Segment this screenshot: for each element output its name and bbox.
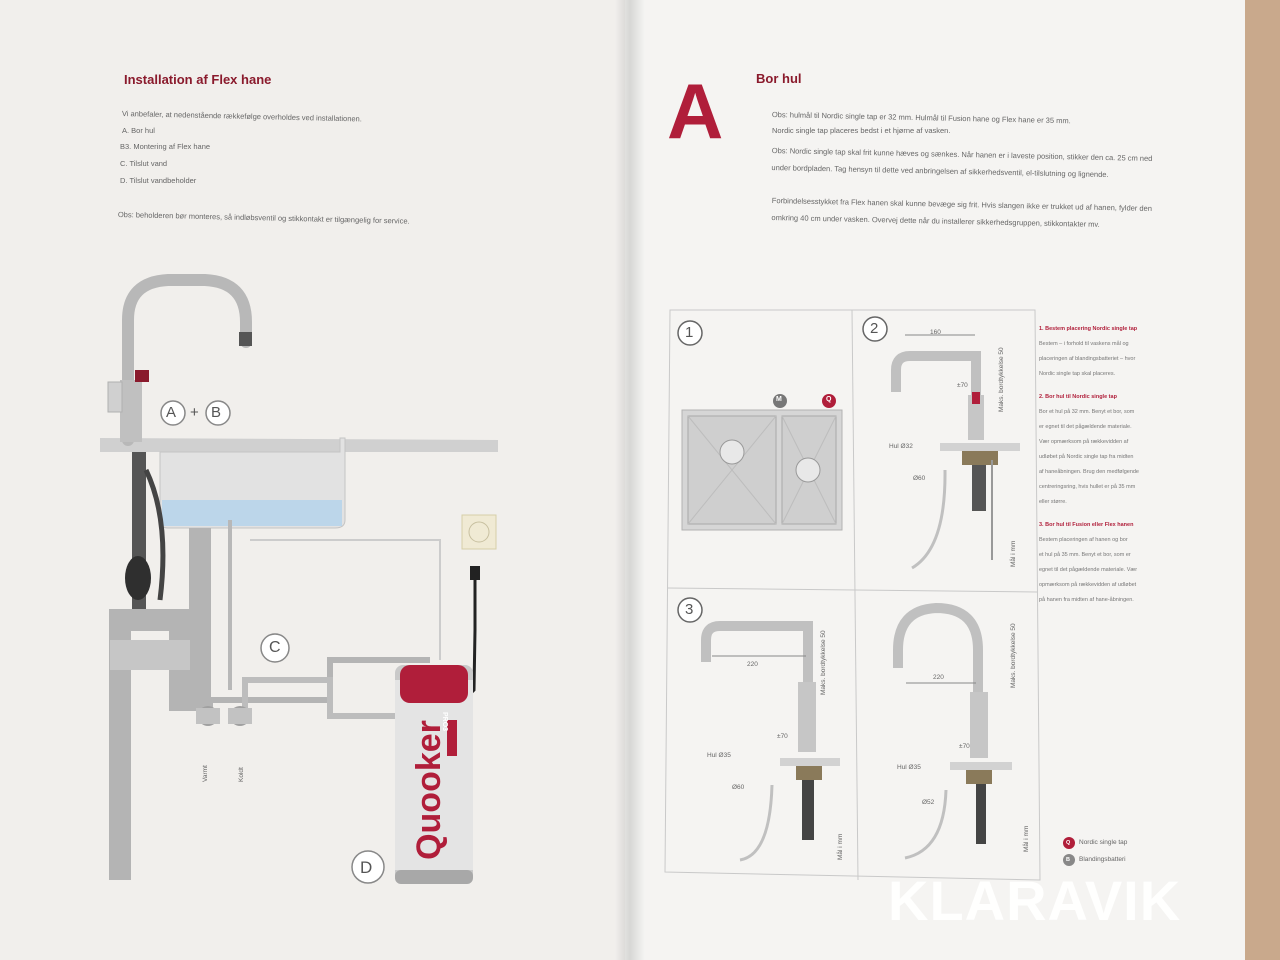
unit-label: Mål i mm xyxy=(837,833,844,860)
side-note-line: Bestem placeringen af hanen og bor xyxy=(1039,537,1128,543)
panel-number: 1 xyxy=(685,324,694,341)
brand-sub: PRO3 xyxy=(441,712,448,732)
book-gutter xyxy=(615,0,645,960)
dimension-label: 220 xyxy=(747,661,758,668)
note-text: Obs: beholderen bør monteres, så indløbs… xyxy=(117,210,410,226)
label-c: C xyxy=(269,639,281,656)
label-plus: + xyxy=(190,404,199,421)
right-page: A Bor hul Obs: hulmål til Nordic single … xyxy=(625,0,1245,960)
bullet-item: Nordic single tap placeres bedst i et hj… xyxy=(772,126,951,135)
label-a: A xyxy=(166,404,177,421)
intro-text: Vi anbefaler, at nedenstående rækkefølge… xyxy=(121,109,362,124)
side-note-heading: 1. Bestem placering Nordic single tap xyxy=(1039,326,1138,332)
unit-label: Mål i mm xyxy=(1010,540,1017,567)
step-item: A. Bor hul xyxy=(122,126,155,135)
drill-steps-diagram xyxy=(664,309,1075,881)
diameter-label: Ø52 xyxy=(922,799,935,806)
side-note-line: Vær opmærksom på rækkevidden af xyxy=(1039,439,1129,445)
dimension-label: ±70 xyxy=(959,743,970,750)
bullet-item: Obs: Nordic single tap skal frit kunne h… xyxy=(771,145,1153,180)
diameter-label: Ø60 xyxy=(732,784,745,791)
unit-label: Mål i mm xyxy=(1023,825,1030,852)
side-note-line: Bestem – i forhold til vaskens mål og xyxy=(1039,341,1129,347)
step-item: B3. Montering af Flex hane xyxy=(120,142,211,151)
watermark: KLARAVIK xyxy=(888,869,1182,932)
thickness-label: Maks. bordtykkelse 50 xyxy=(998,347,1005,412)
thickness-label: Maks. bordtykkelse 50 xyxy=(820,630,827,695)
label-b: B xyxy=(211,404,222,421)
hole-label: Hul Ø35 xyxy=(897,764,921,771)
legend-label: Blandingsbatteri xyxy=(1079,856,1126,863)
step-item: C. Tilslut vand xyxy=(120,159,168,168)
legend-label: Nordic single tap xyxy=(1079,839,1128,846)
panel-number: 2 xyxy=(870,320,879,337)
dimension-label: ±70 xyxy=(957,382,968,389)
side-note-heading: 3. Bor hul til Fusion eller Flex hanen xyxy=(1039,522,1134,528)
legend-key: Q xyxy=(1066,840,1071,846)
side-note-line: Bor et hul på 32 mm. Benyt et bor, som xyxy=(1039,409,1135,415)
side-note-line: placeringen af blandingsbatteriet – hvor xyxy=(1039,356,1136,362)
dimension-label: 160 xyxy=(930,329,941,336)
bullet-item: Obs: hulmål til Nordic single tap er 32 … xyxy=(771,110,1071,126)
hole-label: Hul Ø32 xyxy=(889,443,913,450)
side-note-line: er egnet til det pågældende materiale. xyxy=(1039,424,1132,430)
dimension-label: ±70 xyxy=(777,733,788,740)
side-note-line: egnet til det pågældende materiale. Vær xyxy=(1039,567,1138,573)
side-note-line: eller større. xyxy=(1039,499,1067,505)
marker-q: Q xyxy=(826,396,832,403)
label-koldt: Koldt xyxy=(238,767,245,782)
step-item: D. Tilslut vandbeholder xyxy=(120,176,197,185)
right-page-title: Bor hul xyxy=(756,71,802,86)
side-note-line: opmærksom på rækkevidden af udløbet xyxy=(1039,582,1137,588)
dimension-label: 220 xyxy=(933,674,944,681)
side-note-line: et hul på 35 mm. Benyt et bor, som er xyxy=(1039,552,1131,558)
label-varmt: Varmt xyxy=(202,765,209,782)
left-page-title: Installation af Flex hane xyxy=(124,72,272,87)
hole-label: Hul Ø35 xyxy=(707,752,731,759)
side-note-line: på hanen fra midten af hane-åbningen. xyxy=(1039,597,1134,603)
thickness-label: Maks. bordtykkelse 50 xyxy=(1010,623,1017,688)
side-note-line: centreringsring, hvis hullet er på 35 mm xyxy=(1039,484,1136,490)
side-note-heading: 2. Bor hul til Nordic single tap xyxy=(1039,394,1117,400)
section-letter: A xyxy=(667,67,724,155)
label-d: D xyxy=(360,858,373,877)
side-note-line: Nordic single tap skal placeres. xyxy=(1039,371,1116,377)
installation-diagram: Quooker xyxy=(100,274,498,884)
brand-logo: Quooker xyxy=(410,720,448,860)
panel-number: 3 xyxy=(685,601,694,618)
side-note-line: af haneåbningen. Brug den medfølgende xyxy=(1039,469,1139,475)
side-note-line: udløbet på Nordic single tap fra midten xyxy=(1039,454,1134,460)
marker-m: M xyxy=(776,396,782,403)
bullet-item: Forbindelsesstykket fra Flex hanen skal … xyxy=(771,195,1153,229)
left-page: Installation af Flex hane Vi anbefaler, … xyxy=(0,0,640,960)
side-notes: 1. Bestem placering Nordic single tap Be… xyxy=(1039,322,1199,608)
legend-key: B xyxy=(1066,857,1070,863)
diameter-label: Ø60 xyxy=(913,475,926,482)
